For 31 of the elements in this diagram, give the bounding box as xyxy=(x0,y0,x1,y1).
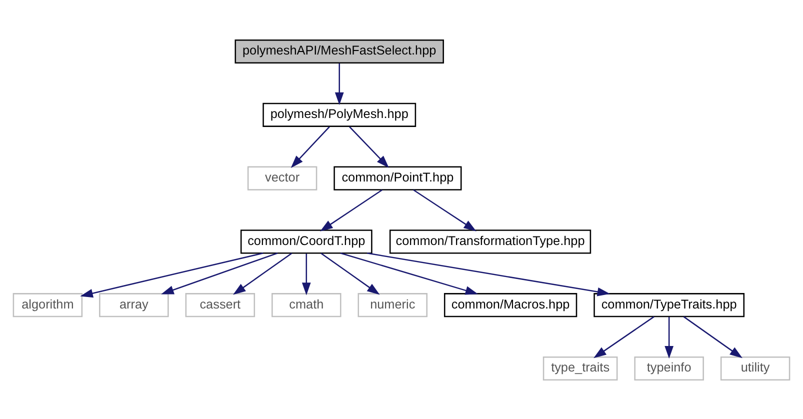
node-box: utility xyxy=(720,356,790,380)
node-box: type_traits xyxy=(542,356,618,380)
arrow xyxy=(302,253,311,295)
node-box: common/TypeTraits.hpp xyxy=(594,292,745,317)
arrow xyxy=(683,316,742,358)
arrow xyxy=(664,316,674,358)
node-box: numeric xyxy=(358,292,428,317)
arrow xyxy=(320,188,383,231)
arrow xyxy=(290,126,330,168)
arrow xyxy=(233,252,292,294)
node-box: polymesh/PolyMesh.hpp xyxy=(262,102,416,126)
arrow xyxy=(349,126,389,168)
arrow xyxy=(413,188,476,231)
arrow xyxy=(340,252,478,294)
node-box: array xyxy=(99,292,169,317)
node-box: cassert xyxy=(185,292,256,317)
arrow xyxy=(334,62,344,105)
arrow xyxy=(594,316,654,358)
arrow xyxy=(80,252,264,298)
node-box: vector xyxy=(247,166,318,190)
node-box: common/Macros.hpp xyxy=(444,292,578,317)
node-box: common/TransformationType.hpp xyxy=(389,229,592,254)
node-box: typeinfo xyxy=(634,356,704,380)
node-box: polymeshAPI/MeshFastSelect.hpp xyxy=(234,38,444,64)
node-box: algorithm xyxy=(12,292,83,317)
node-box: common/CoordT.hpp xyxy=(240,229,372,254)
node-box: cmath xyxy=(272,292,342,317)
arrow xyxy=(161,252,278,294)
arrow xyxy=(367,252,610,296)
arrow xyxy=(320,252,380,294)
node-box: common/PointT.hpp xyxy=(334,166,462,190)
